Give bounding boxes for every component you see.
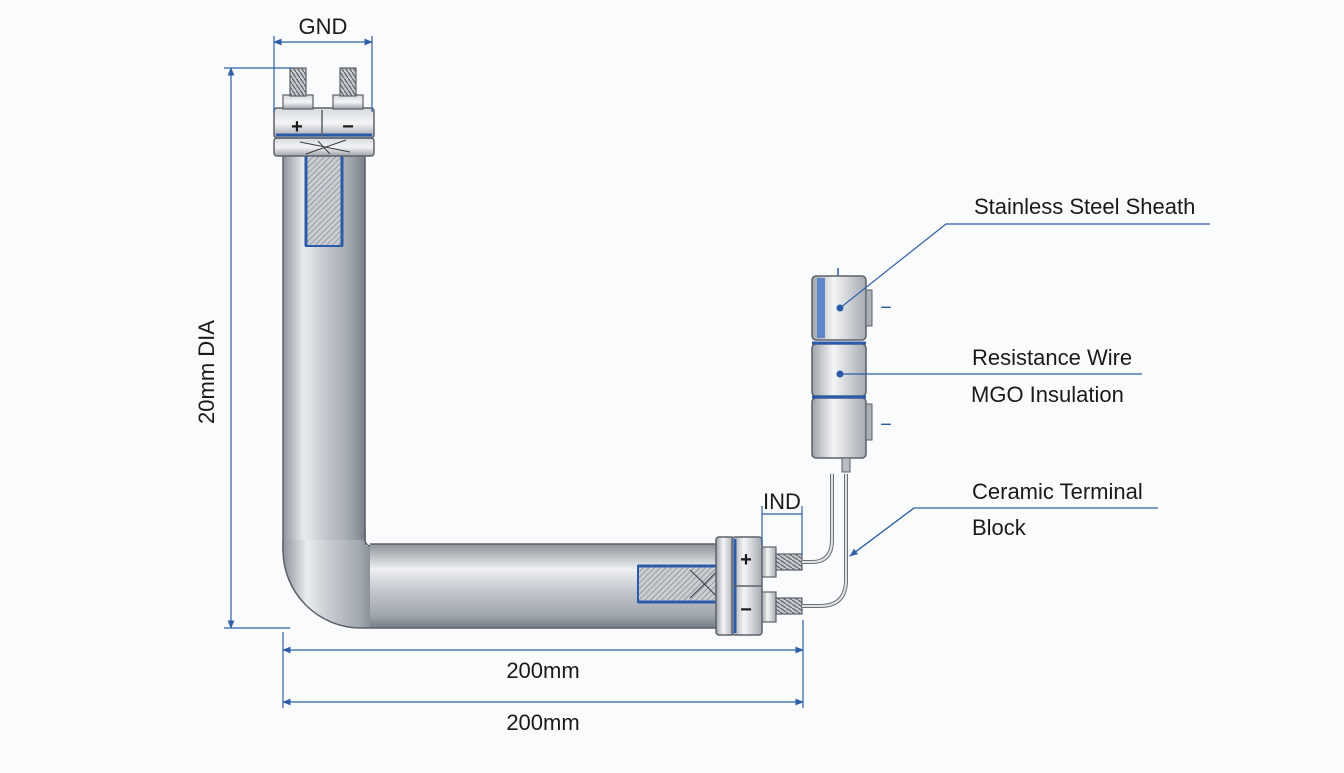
top-width-dimension: GND [299, 14, 348, 39]
resistance-wire-label: Resistance Wire [972, 345, 1132, 370]
top-cutaway [304, 149, 344, 247]
length-dimension-2: 200mm [506, 710, 579, 735]
callout-leaders [839, 223, 1210, 557]
top-negative-symbol: − [342, 116, 354, 138]
end-terminal-block: + − [715, 536, 803, 636]
dimension-lines [224, 36, 804, 708]
ceramic-terminal-label-line1: Ceramic Terminal [972, 479, 1143, 504]
top-positive-symbol: + [291, 116, 303, 138]
end-negative-symbol: − [740, 599, 752, 621]
height-dimension: 20mm DIA [194, 320, 219, 424]
side-mark-upper: − [880, 297, 892, 319]
lead-wires [802, 474, 848, 608]
length-dimension-1: 200mm [506, 658, 579, 683]
top-terminal-block: + − [273, 67, 375, 157]
sheath-section-detail: − − [811, 268, 892, 473]
side-mark-lower: − [880, 414, 892, 436]
sheath-label: Stainless Steel Sheath [974, 194, 1195, 219]
mgo-insulation-label: MGO Insulation [971, 382, 1124, 407]
end-positive-symbol: + [740, 549, 752, 571]
ceramic-terminal-label-line2: Block [972, 515, 1027, 540]
end-cutaway [637, 564, 719, 604]
heater-tube [282, 149, 720, 629]
terminal-offset-dimension: IND [763, 489, 801, 514]
